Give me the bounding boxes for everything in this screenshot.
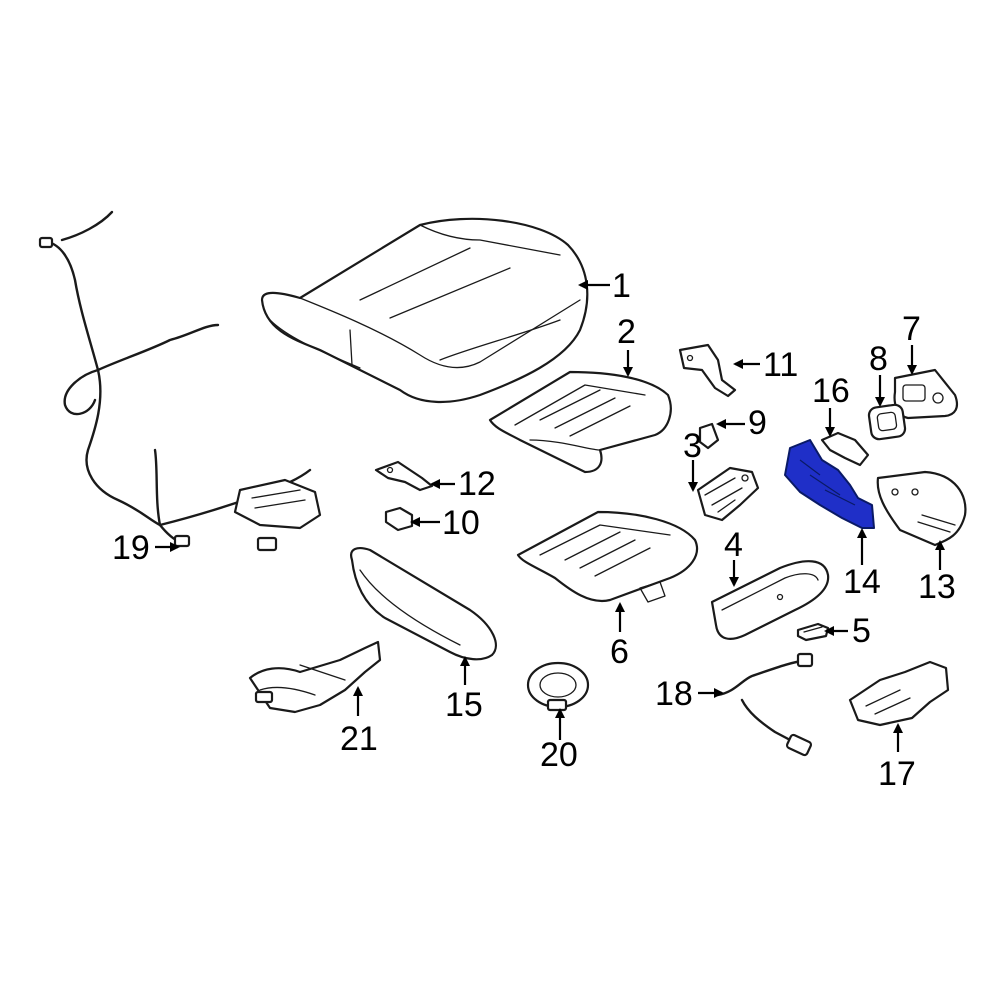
part-1-cushion-cover[interactable] [260,217,589,403]
part-14-inner-shield-highlighted[interactable] [784,439,875,529]
callout-18[interactable]: 18 [655,675,693,713]
callout-12[interactable]: 12 [458,465,496,503]
part-20-motor[interactable] [526,661,590,712]
leader-lines [155,280,945,752]
callout-11[interactable]: 11 [763,346,798,384]
part-8-knob[interactable] [867,403,907,441]
callout-10[interactable]: 10 [442,504,480,542]
part-10-clip[interactable] [384,506,414,532]
callout-13[interactable]: 13 [918,568,956,606]
part-9-clip[interactable] [698,422,720,450]
callout-17[interactable]: 17 [878,755,916,793]
callout-8[interactable]: 8 [869,340,888,378]
callout-9[interactable]: 9 [748,404,767,442]
callout-5[interactable]: 5 [852,612,871,650]
callout-7[interactable]: 7 [902,310,921,348]
part-2-cushion-pan[interactable] [488,370,672,474]
callout-14[interactable]: 14 [843,563,881,601]
part-16-bracket[interactable] [820,431,870,467]
callout-4[interactable]: 4 [724,526,743,564]
callout-21[interactable]: 21 [340,720,378,758]
part-15-cushion-pad[interactable] [350,547,497,661]
callout-15[interactable]: 15 [445,686,483,724]
callout-2[interactable]: 2 [617,313,636,351]
part-21-frame-bracket[interactable] [248,640,382,714]
part-17-mechanism-housing[interactable] [848,660,950,727]
callout-1[interactable]: 1 [612,267,631,305]
callout-16[interactable]: 16 [812,372,850,410]
part-6-cushion-pan-lower[interactable] [516,510,698,603]
callout-6[interactable]: 6 [610,633,629,671]
part-7-switch-housing[interactable] [893,368,959,420]
callout-labels: 1 2 3 4 5 6 7 8 9 10 11 12 13 14 15 16 1… [112,267,956,793]
part-13-outer-shield[interactable] [876,470,967,547]
callout-3[interactable]: 3 [683,427,702,465]
part-4-side-panel[interactable] [710,560,830,640]
part-5-clip[interactable] [796,622,830,642]
part-3-bracket[interactable] [696,466,760,522]
part-18-harness[interactable] [716,652,814,757]
part-19-wiring-harness[interactable] [38,210,322,552]
part-11-bracket[interactable] [678,343,737,398]
callout-20[interactable]: 20 [540,736,578,774]
callout-19[interactable]: 19 [112,529,150,567]
part-12-bracket[interactable] [374,460,434,492]
